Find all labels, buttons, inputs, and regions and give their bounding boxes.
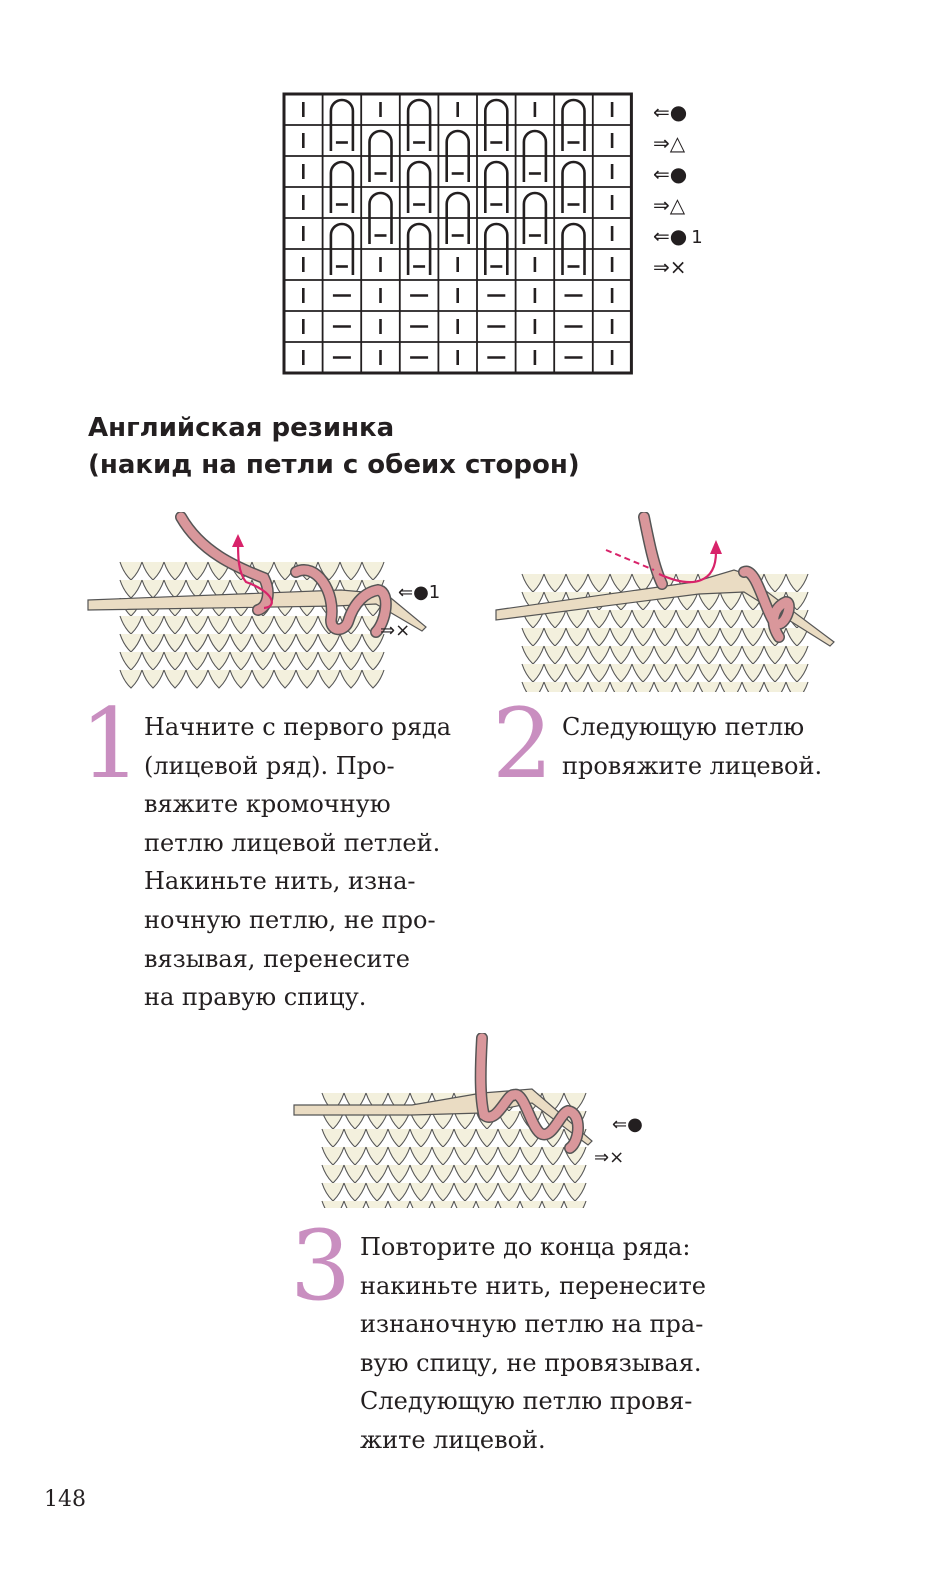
heading-line-1: Английская резинка — [88, 413, 395, 443]
illus1-marker-bottom: ⇒× — [380, 620, 411, 641]
illus3-marker-top: ⇐● — [612, 1114, 643, 1135]
row-marker-6: ⇐● — [653, 100, 688, 124]
row-marker-1: ⇒× — [653, 255, 687, 279]
step-3-number: 3 — [290, 1210, 352, 1322]
heading-line-2: (накид на петли с обеих сторон) — [88, 450, 580, 480]
step-2-text: Следующую петлю провяжите лицевой. — [562, 713, 823, 780]
step-3-text: Повторите до конца ряда: накиньте нить, … — [360, 1233, 706, 1454]
direction-arrow-icon — [658, 551, 718, 584]
needle-icon — [495, 569, 835, 647]
step-3-illustration — [293, 1033, 593, 1208]
row-marker-5: ⇒△ — [653, 131, 686, 155]
step-2-number: 2 — [492, 688, 554, 800]
step-1-number: 1 — [80, 688, 142, 800]
illus1-marker-top: ⇐●1 — [398, 582, 441, 603]
yarn-icon — [176, 512, 273, 615]
direction-arrow-icon — [236, 539, 273, 610]
needle-icon — [87, 589, 427, 632]
step-1-text: Начните с первого ряда (лицевой ряд). Пр… — [144, 713, 452, 1012]
row-marker-4: ⇐● — [653, 162, 688, 186]
row-marker-3: ⇒△ — [653, 193, 686, 217]
illus3-marker-bottom: ⇒× — [594, 1147, 625, 1168]
yarn-icon — [476, 1033, 583, 1153]
section-heading: Английская резинка (накид на петли с обе… — [88, 410, 580, 484]
knitting-chart — [282, 92, 633, 375]
row-marker-2: ⇐●1 — [653, 224, 703, 248]
step-1-illustration — [87, 512, 427, 689]
dashed-guide-icon — [605, 549, 655, 571]
step-2-illustration — [495, 512, 835, 692]
yarn-icon — [639, 512, 667, 589]
page-number: 148 — [44, 1487, 86, 1512]
